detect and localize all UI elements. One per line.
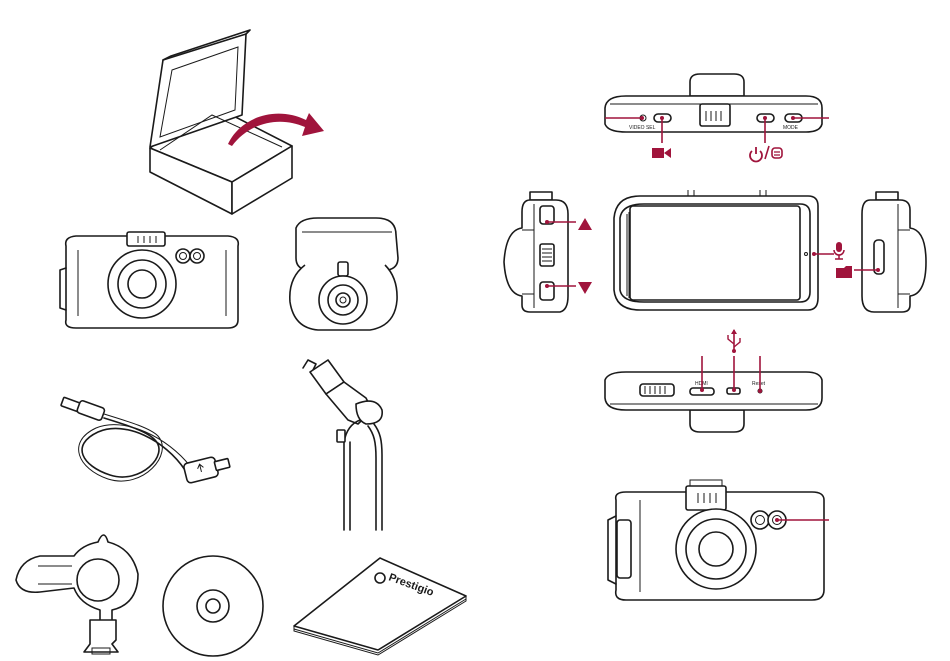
- sd-card-icon: [836, 266, 852, 278]
- dashcam-front-view: [608, 480, 824, 600]
- suction-mount-clip-illustration: [16, 535, 138, 654]
- dashcam-left-side-view: [504, 192, 568, 312]
- dashcam-front-illustration: [60, 232, 238, 328]
- dashcam-right-side-view: [862, 192, 926, 312]
- down-arrow-icon: [578, 282, 592, 294]
- dashcam-top-view: VIDEO SEL MODE: [605, 74, 822, 132]
- reset-label: Reset: [752, 381, 766, 387]
- usb-cable-illustration: [61, 397, 230, 483]
- record-icon: [652, 148, 671, 158]
- car-charger-illustration: [303, 360, 382, 530]
- power-menu-icon: [750, 146, 782, 161]
- video-sel-label: VIDEO SEL: [629, 125, 656, 131]
- usb-icon: [728, 329, 740, 353]
- windshield-mount-illustration: [290, 218, 398, 330]
- mode-label: MODE: [783, 125, 799, 131]
- dashcam-bottom-view: HDMI Reset: [605, 372, 822, 432]
- microphone-icon: [834, 242, 844, 259]
- dashcam-rear-screen-view: [614, 190, 818, 310]
- up-arrow-icon: [578, 218, 592, 230]
- user-manual-illustration: Prestigio: [294, 558, 466, 655]
- cd-disc-illustration: [163, 556, 263, 656]
